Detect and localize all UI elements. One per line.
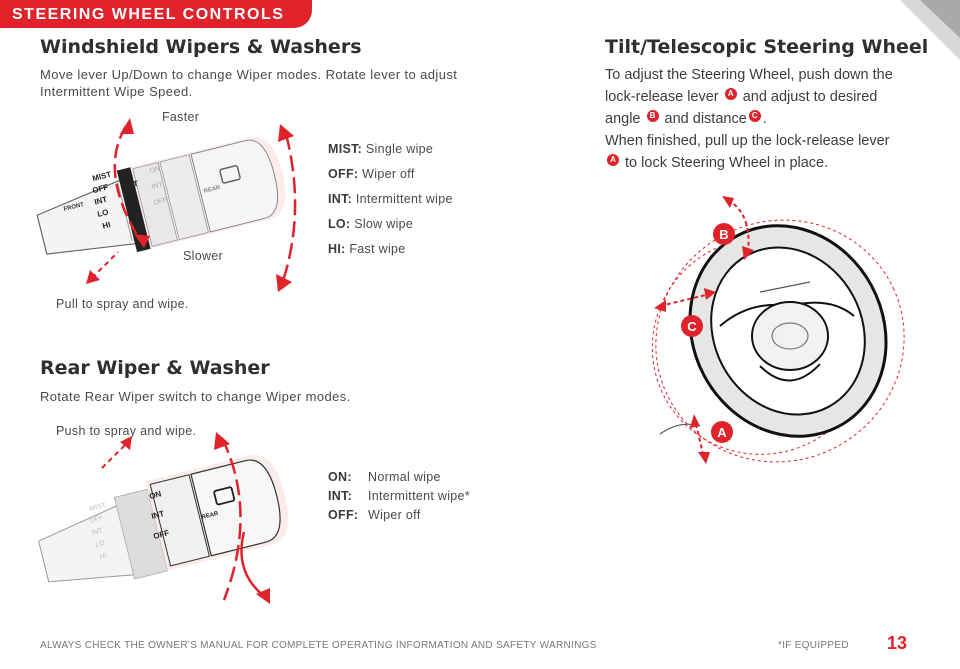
steering-wheel-illustration: B C A [651,196,905,464]
mode-row: LO: Slow wipe [328,217,414,231]
rear-wiper-description: Rotate Rear Wiper switch to change Wiper… [40,389,351,404]
faster-label: Faster [162,110,200,124]
mode-row: INT:Intermittent wipe* [328,489,470,503]
lever-front: FRONT [63,202,85,213]
mode-row: MIST: Single wipe [328,142,434,156]
svg-text:OFF: OFF [89,515,104,525]
footer-note: *IF EQUIPPED [778,640,849,651]
svg-text:LO: LO [95,540,106,549]
mode-row: OFF: Wiper off [328,167,415,181]
mode-row: INT: Intermittent wipe [328,192,453,206]
corner-decoration [900,0,960,60]
svg-text:OFF: OFF [153,197,168,207]
rear-spray-label: Push to spray and wipe. [56,424,197,438]
lever-lo: LO [96,207,109,218]
front-wiper-modes: MIST: Single wipe OFF: Wiper off INT: In… [328,142,453,267]
svg-text:INT: INT [151,181,164,191]
svg-text:ON: ON [148,489,162,501]
wipers-description: Move lever Up/Down to change Wiper modes… [40,67,458,99]
badge-a: A [607,154,619,166]
svg-text:REAR: REAR [201,511,220,521]
mode-row: ON:Normal wipe [328,470,441,484]
front-wiper-lever-illustration: MIST OFF INT LO HI FRONT INT ON INT OFF … [36,118,297,292]
lever-mist: MIST [91,170,112,183]
tilt-paragraph-2: When finished, pull up the lock-release … [605,133,890,171]
lever-off: OFF [91,183,109,196]
svg-text:ON: ON [149,166,161,175]
lever-int: INT [93,195,108,207]
slower-label: Slower [183,249,224,263]
lever-rear: REAR [203,185,222,195]
badge-a: A [724,88,737,100]
badge-c: C [748,110,761,122]
rear-wiper-lever-illustration: MIST OFF INT LO HI ON INT OFF REAR [38,432,289,604]
badge-b: B [646,110,659,122]
svg-text:C: C [687,319,697,334]
rear-wiper-modes: ON:Normal wipe INT:Intermittent wipe* OF… [328,470,470,527]
svg-text:A: A [717,425,727,440]
lever-int-side: INT [124,179,139,191]
svg-text:MIST: MIST [89,502,108,513]
tilt-paragraph-1: To adjust the Steering Wheel, push down … [605,67,893,127]
svg-text:HI: HI [99,552,108,560]
mode-row: HI: Fast wipe [328,242,406,256]
svg-text:INT: INT [150,509,165,521]
svg-text:B: B [719,227,728,242]
footer-warning: ALWAYS CHECK THE OWNER'S MANUAL FOR COMP… [40,640,597,651]
svg-text:INT: INT [91,527,104,537]
rear-wiper-title: Rear Wiper & Washer [40,357,270,379]
mode-row: OFF:Wiper off [328,508,421,522]
svg-text:OFF: OFF [152,528,170,541]
spray-label: Pull to spray and wipe. [56,297,189,311]
tilt-title: Tilt/Telescopic Steering Wheel [605,36,929,58]
lever-hi: HI [101,220,111,231]
section-title-tab: STEERING WHEEL CONTROLS [0,0,312,28]
wipers-title: Windshield Wipers & Washers [40,36,362,58]
page-number: 13 [887,633,908,653]
